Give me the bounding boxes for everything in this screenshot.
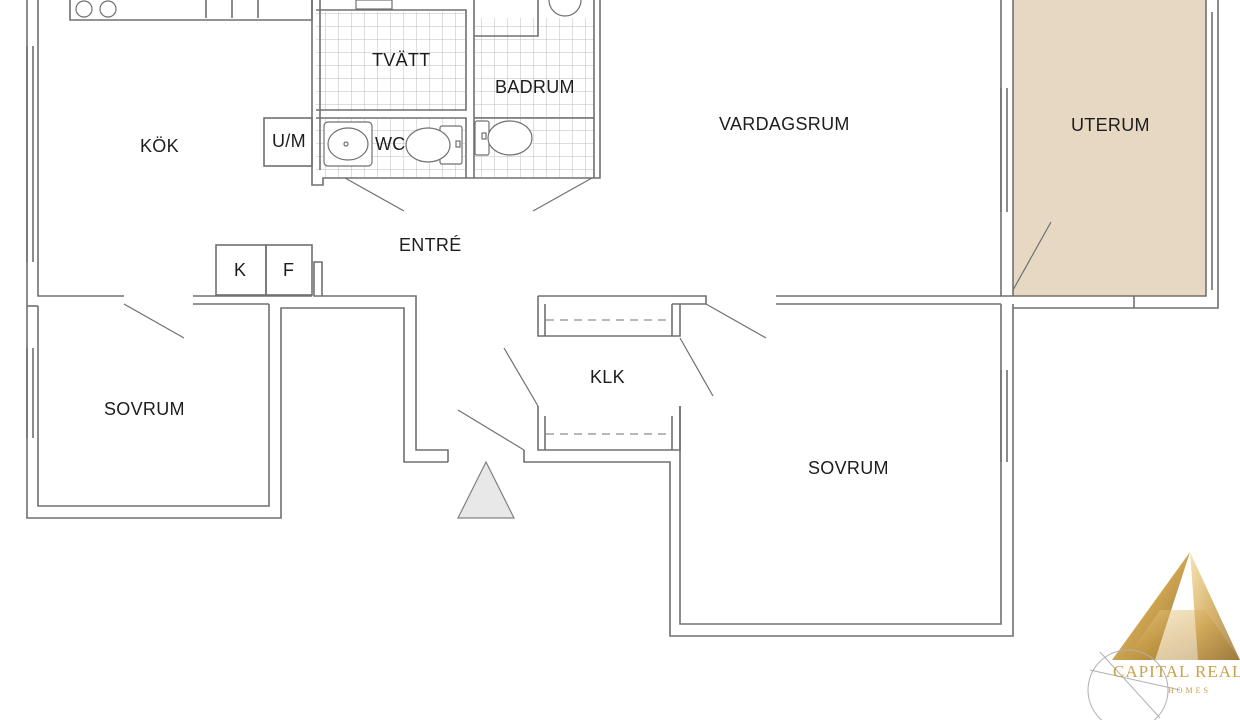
tvatt-tiles [316,12,465,110]
logo-sub: HOMES [1168,686,1212,695]
uterum-area [1013,0,1206,296]
room-label-uterum: UTERUM [1071,115,1150,135]
badrum-tiles [474,18,594,178]
room-label-entre: ENTRÉ [399,235,462,255]
logo-name: CAPITAL REALTI [1113,662,1240,681]
walls [26,0,1219,637]
room-label-badrum: BADRUM [495,77,575,97]
room-label-klk: KLK [590,367,625,387]
room-label-sovrum-right: SOVRUM [808,458,889,478]
entrance-marker [457,460,515,519]
room-label-vardagsrum: VARDAGSRUM [719,114,850,134]
room-label-k: K [234,260,247,280]
door-swings [123,177,1052,451]
room-label-sovrum-left: SOVRUM [104,399,185,419]
room-label-um: U/M [272,131,306,151]
room-label-kok: KÖK [140,136,179,156]
wardrobe-lines [546,319,672,435]
room-label-f: F [283,260,295,280]
logo-mark [1087,552,1240,720]
room-label-wc: WC [375,134,406,154]
fixtures [75,0,582,167]
room-label-tvatt: TVÄTT [372,50,431,70]
